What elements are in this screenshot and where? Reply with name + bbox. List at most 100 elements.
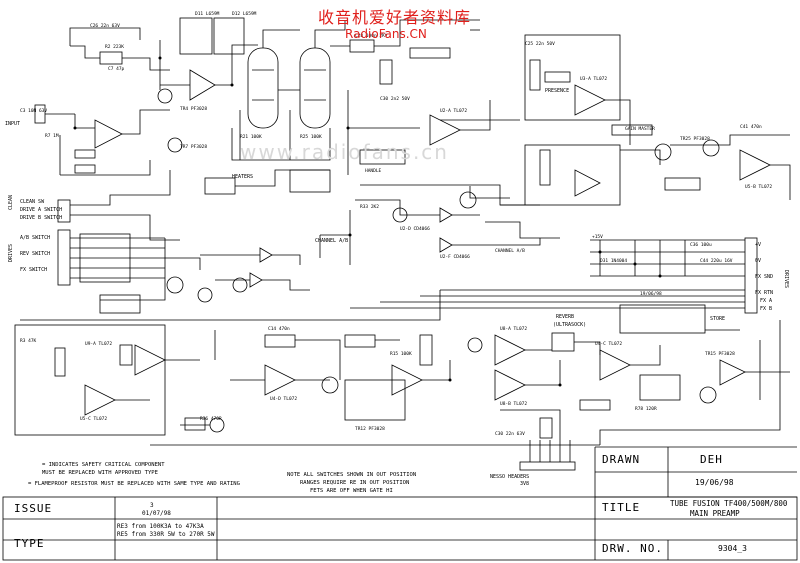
bottom-header-connector xyxy=(519,461,576,471)
svg-text:TR4 PF3028: TR4 PF3028 xyxy=(180,106,207,112)
title-label: TITLE xyxy=(602,501,641,514)
tone-block-top xyxy=(524,34,621,121)
svg-text:TR7 PF3028: TR7 PF3028 xyxy=(180,144,207,150)
note-switch-3: FETS ARE OFF WHEN GATE HI xyxy=(310,488,393,494)
svg-text:CHANNEL A/B: CHANNEL A/B xyxy=(495,248,525,254)
input-label: INPUT xyxy=(5,121,20,127)
svg-text:DRIVE B SWITCH: DRIVE B SWITCH xyxy=(20,215,62,221)
svg-text:DRIVE A SWITCH: DRIVE A SWITCH xyxy=(20,207,62,213)
title-line-1: TUBE FUSION TF400/500M/800 xyxy=(670,499,788,508)
svg-text:HANDLE: HANDLE xyxy=(365,168,382,174)
svg-text:C3 10N 63V: C3 10N 63V xyxy=(20,108,47,114)
svg-text:+V: +V xyxy=(755,242,761,248)
type-note-1: RE3 from 100K3A to 47K3A xyxy=(117,523,204,530)
switch-header-1 xyxy=(57,199,71,223)
svg-text:D12 L659M: D12 L659M xyxy=(232,11,257,17)
svg-text:GAIN MASTER: GAIN MASTER xyxy=(625,126,655,132)
svg-text:U5-B TL072: U5-B TL072 xyxy=(745,184,772,190)
switch-header-2 xyxy=(57,229,71,286)
note-safety-3: = FLAMEPROOF RESISTOR MUST BE REPLACED W… xyxy=(28,481,240,487)
svg-text:U4-D TL072: U4-D TL072 xyxy=(270,396,297,402)
svg-text:FX SWITCH: FX SWITCH xyxy=(20,267,47,273)
watermark-faint: www.radiofans.cn xyxy=(240,140,449,164)
title-line-2: MAIN PREAMP xyxy=(690,509,740,518)
title-block-frame xyxy=(2,496,798,561)
type-note-2: RE5 from 330R 5W to 270R 5W xyxy=(117,531,215,538)
svg-text:U2-F CD4066: U2-F CD4066 xyxy=(440,254,470,260)
svg-text:C28 100n 2KV: C28 100n 2KV xyxy=(355,33,388,39)
svg-text:R2 223K: R2 223K xyxy=(105,44,124,50)
svg-text:U5-C TL072: U5-C TL072 xyxy=(80,416,107,422)
svg-text:C44 220u 16V: C44 220u 16V xyxy=(700,258,733,264)
svg-text:C36 100u: C36 100u xyxy=(690,242,712,248)
zener-pack-1 xyxy=(179,17,213,55)
svg-text:U2-A TL072: U2-A TL072 xyxy=(440,108,467,114)
type-label: TYPE xyxy=(14,537,45,550)
svg-text:STORE: STORE xyxy=(710,316,725,322)
watermark-site: RadioFans.CN xyxy=(345,27,427,41)
svg-text:REV SWITCH: REV SWITCH xyxy=(20,251,50,257)
reverb-label: REVERB xyxy=(556,314,574,320)
note-safety-2: MUST BE REPLACED WITH APPROVED TYPE xyxy=(42,470,158,476)
svg-text:C7 47p: C7 47p xyxy=(108,66,125,72)
svg-text:U2-D CD4066: U2-D CD4066 xyxy=(400,226,430,232)
svg-text:R15 100K: R15 100K xyxy=(390,351,412,357)
issue-number: 3 xyxy=(150,502,154,509)
svg-text:FX RTN: FX RTN xyxy=(755,290,773,296)
svg-text:R33 2K2: R33 2K2 xyxy=(360,204,379,210)
svg-text:R7 1M: R7 1M xyxy=(45,133,59,139)
reverb-sub-label: (ULTRASOCK) xyxy=(553,322,586,328)
connector-drives xyxy=(744,237,758,314)
svg-text:R78 120R: R78 120R xyxy=(635,406,657,412)
note-switch-2: RANGES REQUIRE RE IN OUT POSITION xyxy=(300,480,410,486)
svg-text:CHANNEL A/B: CHANNEL A/B xyxy=(315,238,348,244)
svg-text:0V: 0V xyxy=(755,258,761,264)
svg-text:R21 100K: R21 100K xyxy=(240,134,262,140)
svg-text:19/06/98: 19/06/98 xyxy=(640,291,662,297)
issue-date: 01/07/98 xyxy=(142,510,171,517)
svg-text:R36 470R: R36 470R xyxy=(200,416,222,422)
svg-text:FX SND: FX SND xyxy=(755,274,773,280)
svg-text:PRESENCE: PRESENCE xyxy=(545,88,569,94)
svg-text:U8-A TL072: U8-A TL072 xyxy=(500,326,527,332)
svg-text:TR15 PF3028: TR15 PF3028 xyxy=(705,351,735,357)
note-safety-1: = INDICATES SAFETY CRITICAL COMPONENT xyxy=(42,462,165,468)
svg-text:TR25 PF3028: TR25 PF3028 xyxy=(680,136,710,142)
zener-pack-2 xyxy=(213,17,245,55)
svg-text:DRIVES: DRIVES xyxy=(783,270,789,288)
svg-text:3V8: 3V8 xyxy=(520,481,529,487)
note-switch-1: NOTE ALL SWITCHES SHOWN IN OUT POSITION xyxy=(287,472,417,478)
svg-text:D11 L659M: D11 L659M xyxy=(195,11,220,17)
svg-text:NESSO HEADERS: NESSO HEADERS xyxy=(490,474,529,480)
svg-text:FX B: FX B xyxy=(760,306,772,312)
svg-text:C14 470n: C14 470n xyxy=(268,326,290,332)
svg-text:CLEAN SW: CLEAN SW xyxy=(20,199,45,205)
svg-text:FX A: FX A xyxy=(760,298,772,304)
drw-no-label: DRW. NO. xyxy=(602,542,663,555)
svg-text:U3-A TL072: U3-A TL072 xyxy=(580,76,607,82)
svg-text:A/B SWITCH: A/B SWITCH xyxy=(20,235,50,241)
svg-text:+15V: +15V xyxy=(592,234,603,240)
svg-text:CLEAN: CLEAN xyxy=(8,195,14,210)
svg-text:U4-C TL072: U4-C TL072 xyxy=(595,341,622,347)
issue-label: ISSUE xyxy=(14,502,53,515)
svg-text:R3 47K: R3 47K xyxy=(20,338,37,344)
svg-text:DRIVES: DRIVES xyxy=(8,244,14,262)
svg-text:C26 22n 63V: C26 22n 63V xyxy=(90,23,120,29)
drawn-label: DRAWN xyxy=(602,453,641,466)
drawn-date: 19/06/98 xyxy=(695,478,734,487)
watermark-chinese: 收音机爱好者资料库 xyxy=(318,8,472,27)
svg-text:TR12 PF3028: TR12 PF3028 xyxy=(355,426,385,432)
svg-text:C30 22n 63V: C30 22n 63V xyxy=(495,431,525,437)
tone-block-bottom xyxy=(524,144,621,206)
drw-no: 9304_3 xyxy=(718,544,747,553)
svg-text:R25 100K: R25 100K xyxy=(300,134,322,140)
heaters-label: HEATERS xyxy=(232,174,253,180)
svg-text:C41 470n: C41 470n xyxy=(740,124,762,130)
svg-text:C30 2n2 50V: C30 2n2 50V xyxy=(380,96,410,102)
svg-text:D31 1N4004: D31 1N4004 xyxy=(600,258,627,264)
svg-text:U8-B TL072: U8-B TL072 xyxy=(500,401,527,407)
drawn-by: DEH xyxy=(700,453,723,466)
